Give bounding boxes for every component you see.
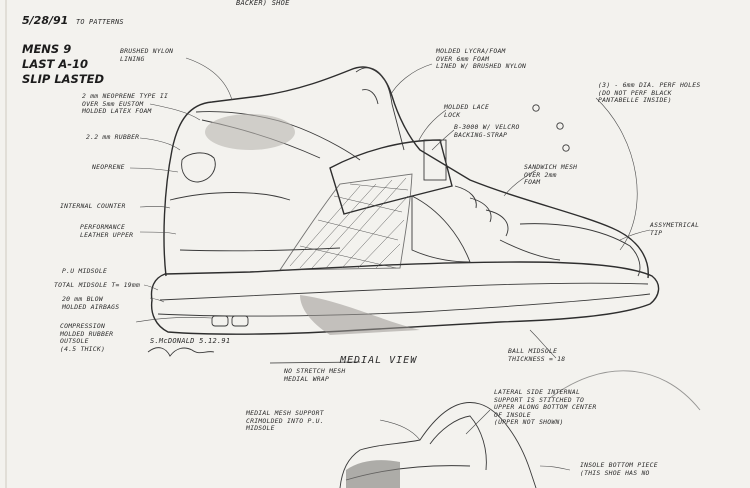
shoe-upper-outline [163, 66, 649, 279]
callout-internal-counter: INTERNAL COUNTER [60, 202, 126, 210]
callout-pu-midsole: P.U MIDSOLE [62, 267, 108, 275]
spec-last: LAST A-10 [22, 57, 89, 71]
callout-molded-lycra: MOLDED LYCRA/FOAM OVER 6mm FOAM LINED W/… [436, 47, 527, 71]
spec-size: MENS 9 [22, 42, 72, 56]
callout-molded-lace-lock: MOLDED LACE LOCK [444, 103, 490, 119]
callout-sandwich-mesh: SANDWICH MESH OVER 2mm FOAM [524, 163, 578, 187]
callout-perf-holes: (3) - 6mm DIA. PERF HOLES (DO NOT PERF B… [598, 81, 701, 105]
callout-neoprene: NEOPRENE [92, 163, 125, 171]
spec-construction: SLIP LASTED [22, 72, 105, 86]
view-title: MEDIAL VIEW [340, 355, 418, 366]
sketch-date: 5/28/91 [22, 14, 69, 27]
callout-velcro-strap: B-3000 W/ VELCRO BACKING-STRAP [454, 123, 520, 139]
designer-signature: S.McDONALD 5.12.91 [150, 337, 231, 345]
mesh-panel [279, 173, 413, 271]
signature-scribble [147, 347, 215, 357]
shoe-sole-outline [150, 261, 660, 335]
callout-ball-midsole: BALL MIDSOLE THICKNESS = 18 [508, 347, 566, 363]
callout-brushed-nylon: BRUSHED NYLON LINING [120, 47, 174, 63]
callout-blow-molded: 20 mm BLOW MOLDED AIRBAGS [62, 295, 120, 311]
date-note: TO PATTERNS [76, 18, 124, 26]
callout-performance-leather: PERFORMANCE LEATHER UPPER [80, 223, 134, 239]
callout-asymmetrical-tip: ASSYMETRICAL TIP [650, 221, 700, 237]
top-cut-label: BACKER) SHOE [236, 0, 290, 7]
lower-detail-sketch [269, 361, 701, 488]
callout-no-stretch-mesh: NO STRETCH MESH MEDIAL WRAP [284, 367, 346, 383]
callout-rubber: 2.2 mm RUBBER [86, 133, 140, 141]
callout-total-midsole: TOTAL MIDSOLE T= 19mm [54, 281, 141, 289]
callout-leaders [129, 57, 651, 359]
callout-neoprene-type: 2 mm NEOPRENE TYPE II OVER 5mm EUSTOM MO… [82, 92, 169, 116]
callout-lateral-internal-support: LATERAL SIDE INTERNAL SUPPORT IS STITCHE… [494, 388, 597, 427]
callout-compression-rubber: COMPRESSION MOLDED RUBBER OUTSOLE (4.5 T… [60, 322, 114, 353]
callout-medial-mesh-support: MEDIAL MESH SUPPORT CRIMOLDED INTO P.U. … [246, 409, 324, 433]
callout-insole-bottom: INSOLE BOTTOM PIECE (THIS SHOE HAS NO [580, 461, 658, 477]
